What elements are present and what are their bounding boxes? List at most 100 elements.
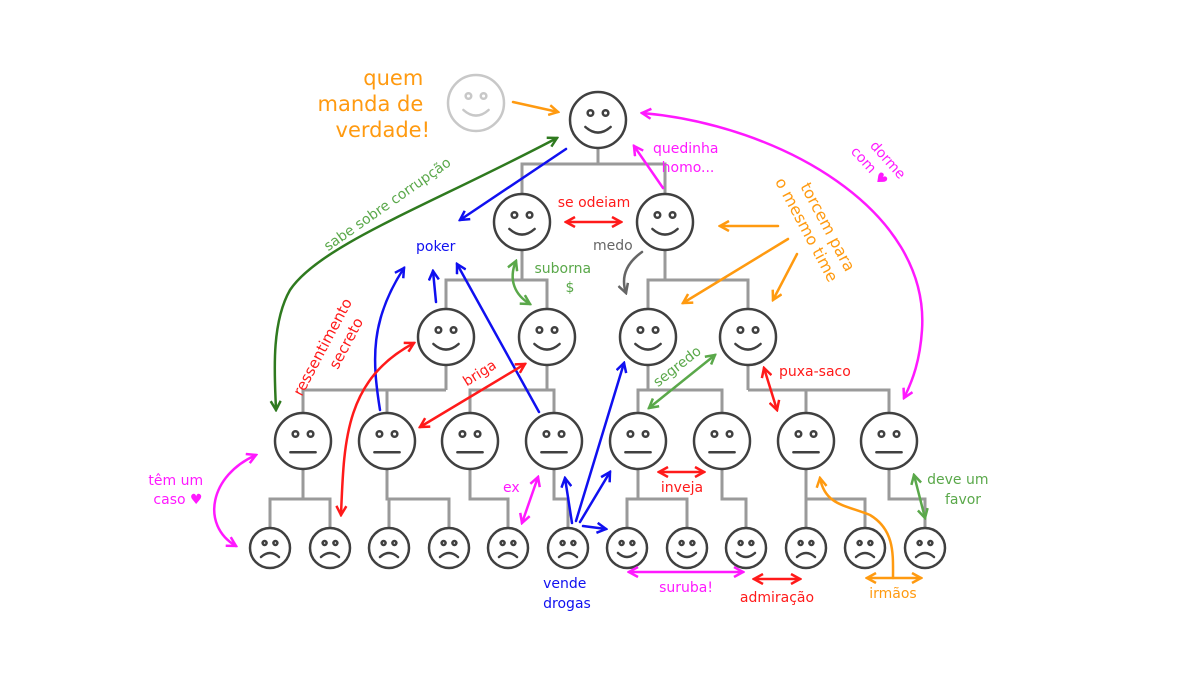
face-level4-7 — [665, 526, 709, 570]
face-eye-left — [499, 539, 506, 547]
face-mouth-sad — [497, 551, 519, 559]
face-level3-2 — [440, 411, 500, 471]
face-outline — [692, 411, 752, 471]
arrow-sabe-corrupcao — [275, 138, 557, 410]
face-eye-left — [678, 539, 685, 547]
label-suruba: suruba! — [659, 580, 713, 596]
face-level4-0 — [248, 526, 292, 570]
relationship-arrows — [212, 100, 925, 580]
face-eye-left — [877, 429, 886, 439]
face-eye-right — [641, 429, 650, 439]
face-mouth-sad — [319, 551, 341, 559]
arrow-drogas-1 — [565, 478, 574, 525]
face-outline — [605, 526, 649, 570]
face-level4-9 — [784, 526, 828, 570]
label-quem-manda: quem manda de verdade! — [318, 66, 430, 142]
face-eye-right — [867, 539, 874, 547]
face-outline — [446, 73, 506, 133]
face-outline — [776, 411, 836, 471]
label-tem-um-caso: têm um caso ♥ — [148, 473, 207, 508]
face-outline — [248, 526, 292, 570]
label-irmaos: irmãos — [869, 586, 916, 602]
label-suborna: suborna $ — [534, 261, 595, 296]
face-outline — [357, 411, 417, 471]
face-mouth-happy — [462, 108, 490, 117]
arrow-ex — [522, 477, 538, 523]
face-eye-left — [458, 429, 467, 439]
face-mouth-happy — [616, 551, 638, 559]
face-level3-5 — [692, 411, 752, 471]
face-eye-right — [725, 429, 734, 439]
face-level3-0 — [273, 411, 333, 471]
face-eye-left — [856, 539, 863, 547]
face-mouth-happy — [735, 551, 757, 559]
arrow-torcem-2 — [683, 237, 790, 303]
face-level2-2 — [618, 307, 678, 367]
face-eye-right — [451, 539, 458, 547]
connector-l1a — [444, 250, 549, 309]
arrow-irmaos-link — [820, 478, 895, 580]
face-level3-4 — [608, 411, 668, 471]
face-outline — [784, 526, 828, 570]
label-admiracao: admiração — [740, 590, 814, 606]
face-level1-1 — [635, 192, 695, 252]
label-torcem: torcem para o mesmo time — [771, 165, 861, 289]
face-mouth-sad — [914, 551, 936, 559]
face-outline — [427, 526, 471, 570]
face-level4-10 — [843, 526, 887, 570]
face-mouth-sad — [438, 551, 460, 559]
arrow-puxa-saco — [764, 368, 777, 410]
face-outline — [718, 307, 778, 367]
face-outline — [492, 192, 552, 252]
face-top — [568, 90, 628, 150]
connector-top — [520, 148, 667, 194]
face-eye-right — [391, 539, 398, 547]
face-eye-right — [809, 429, 818, 439]
face-level3-6 — [776, 411, 836, 471]
label-quedinha: quedinha homo... — [653, 141, 723, 176]
arrow-top-poker — [460, 147, 568, 220]
face-level3-7 — [859, 411, 919, 471]
arrow-torcem-3 — [773, 252, 799, 300]
face-eye-left — [794, 429, 803, 439]
face-eye-right — [306, 429, 315, 439]
face-eye-left — [321, 539, 328, 547]
face-outline — [416, 307, 476, 367]
face-eye-left — [618, 539, 625, 547]
face-outline — [273, 411, 333, 471]
faces-layer — [248, 73, 947, 570]
face-eye-left — [626, 429, 635, 439]
arrow-medo — [624, 250, 644, 293]
arrow-briga — [420, 364, 525, 427]
face-outline — [635, 192, 695, 252]
arrow-drogas-4 — [581, 526, 606, 529]
arrow-segredo — [649, 355, 715, 408]
face-eye-right — [689, 539, 696, 547]
face-level4-6 — [605, 526, 649, 570]
face-eye-left — [797, 539, 804, 547]
label-puxa-saco: puxa-saco — [779, 364, 851, 380]
face-eye-right — [808, 539, 815, 547]
label-dorme-com: dorme com ♥ — [847, 132, 911, 198]
face-level4-5 — [546, 526, 590, 570]
face-level4-2 — [367, 526, 411, 570]
face-mouth-sad — [259, 551, 281, 559]
face-eye-right — [272, 539, 279, 547]
arrow-dorme-com — [642, 113, 924, 398]
connector-l3-4 — [625, 469, 689, 528]
face-eye-right — [332, 539, 339, 547]
connector-l3-1 — [385, 469, 451, 528]
face-level4-4 — [486, 526, 530, 570]
face-eye-right — [748, 539, 755, 547]
face-eye-right — [927, 539, 934, 547]
face-outline — [568, 90, 628, 150]
face-eye-left — [464, 91, 473, 101]
face-outline — [546, 526, 590, 570]
face-eye-left — [586, 108, 595, 118]
connector-l3-0 — [268, 469, 332, 528]
face-mouth-sad — [795, 551, 817, 559]
connector-l3-2 — [468, 469, 510, 528]
face-eye-right — [629, 539, 636, 547]
face-eye-right — [479, 91, 488, 101]
face-level4-8 — [724, 526, 768, 570]
